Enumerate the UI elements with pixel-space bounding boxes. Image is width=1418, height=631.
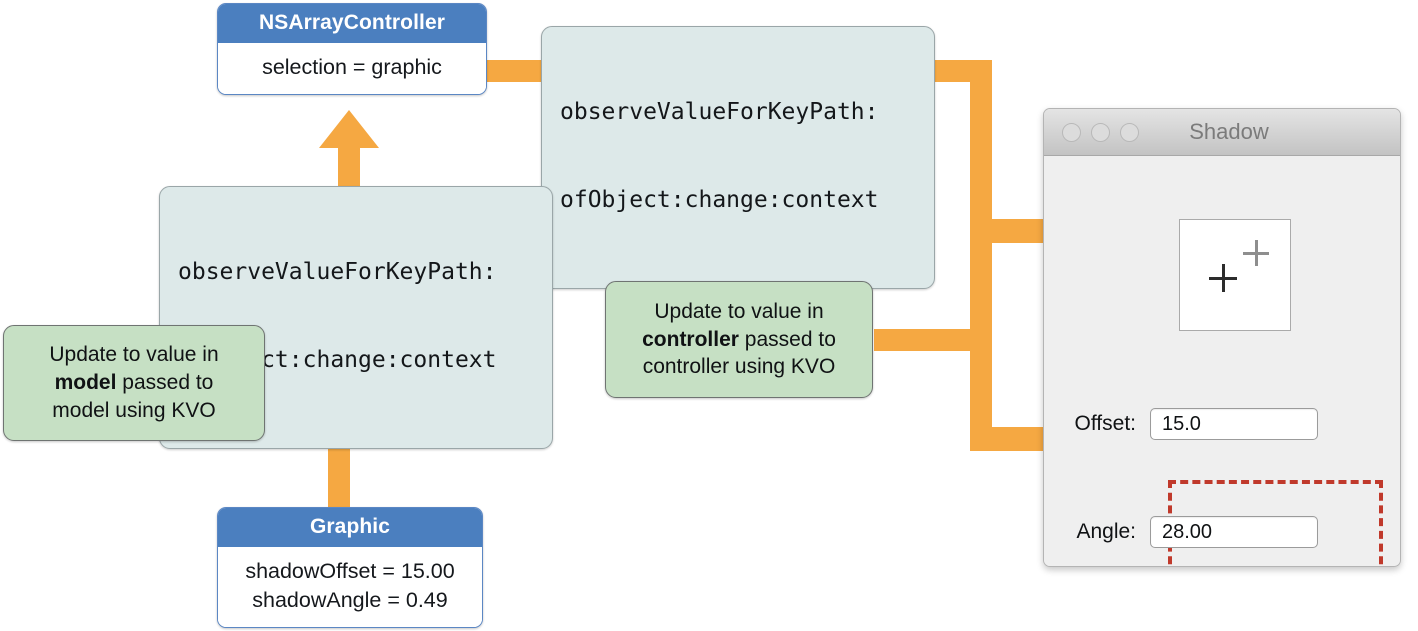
origin-cross-icon: [1209, 264, 1237, 292]
class-title-nsarraycontroller: NSArrayController: [218, 4, 486, 43]
note-controller-emphasis: controller: [642, 327, 739, 351]
note-model-line2: model passed to: [49, 369, 218, 397]
wire-controller-to-callout: [484, 60, 546, 82]
note-controller-line2-rest: passed to: [738, 327, 836, 351]
graphic-property-shadowangle: shadowAngle = 0.49: [252, 587, 448, 612]
code-callout-left-line1: observeValueForKeyPath:: [178, 258, 497, 285]
angle-input[interactable]: 28.00: [1150, 516, 1318, 548]
class-box-nsarraycontroller: NSArrayController selection = graphic: [217, 3, 487, 95]
shadow-preview-canvas[interactable]: [1179, 219, 1291, 331]
code-callout-top-line1: observeValueForKeyPath:: [560, 98, 879, 125]
class-title-graphic: Graphic: [218, 508, 482, 547]
wire-note-controller-stub: [874, 329, 978, 351]
offset-label: Offset:: [1074, 412, 1136, 435]
note-model-emphasis: model: [54, 371, 117, 395]
code-callout-top-line2: ofObject:change:context: [560, 187, 879, 214]
class-body-graphic: shadowOffset = 15.00 shadowAngle = 0.49: [218, 547, 482, 627]
wire-right-trunk: [970, 60, 992, 438]
note-model-line3: model using KVO: [52, 398, 216, 422]
note-controller-line1: Update to value in: [654, 299, 824, 323]
shadow-cross-icon: [1243, 240, 1269, 266]
note-box-controller: Update to value in controller passed to …: [605, 281, 873, 398]
zoom-button[interactable]: [1120, 122, 1139, 142]
note-box-model: Update to value in model passed to model…: [3, 325, 265, 441]
offset-input[interactable]: 15.0: [1150, 408, 1318, 440]
wire-callout-to-controller-head: [319, 110, 379, 148]
graphic-property-shadowoffset: shadowOffset = 15.00: [245, 559, 455, 583]
shadow-window: Shadow Offset: 15.0 Angle: 28.00: [1043, 108, 1401, 567]
offset-field-row: Offset: 15.0: [1052, 408, 1318, 440]
angle-label: Angle:: [1076, 520, 1136, 543]
window-content: Offset: 15.0 Angle: 28.00: [1044, 156, 1400, 566]
minimize-button[interactable]: [1091, 122, 1110, 142]
window-titlebar[interactable]: Shadow: [1044, 109, 1400, 156]
code-callout-top: observeValueForKeyPath: ofObject:change:…: [541, 26, 935, 289]
class-body-nsarraycontroller: selection = graphic: [218, 43, 486, 94]
note-controller-line2: controller passed to: [642, 326, 836, 354]
note-controller-line3: controller using KVO: [642, 355, 836, 379]
class-box-graphic: Graphic shadowOffset = 15.00 shadowAngle…: [217, 507, 483, 628]
note-model-line1: Update to value in: [49, 343, 219, 367]
note-model-line2-rest: passed to: [116, 371, 214, 395]
angle-field-row: Angle: 28.00: [1052, 516, 1318, 548]
close-button[interactable]: [1062, 122, 1081, 142]
